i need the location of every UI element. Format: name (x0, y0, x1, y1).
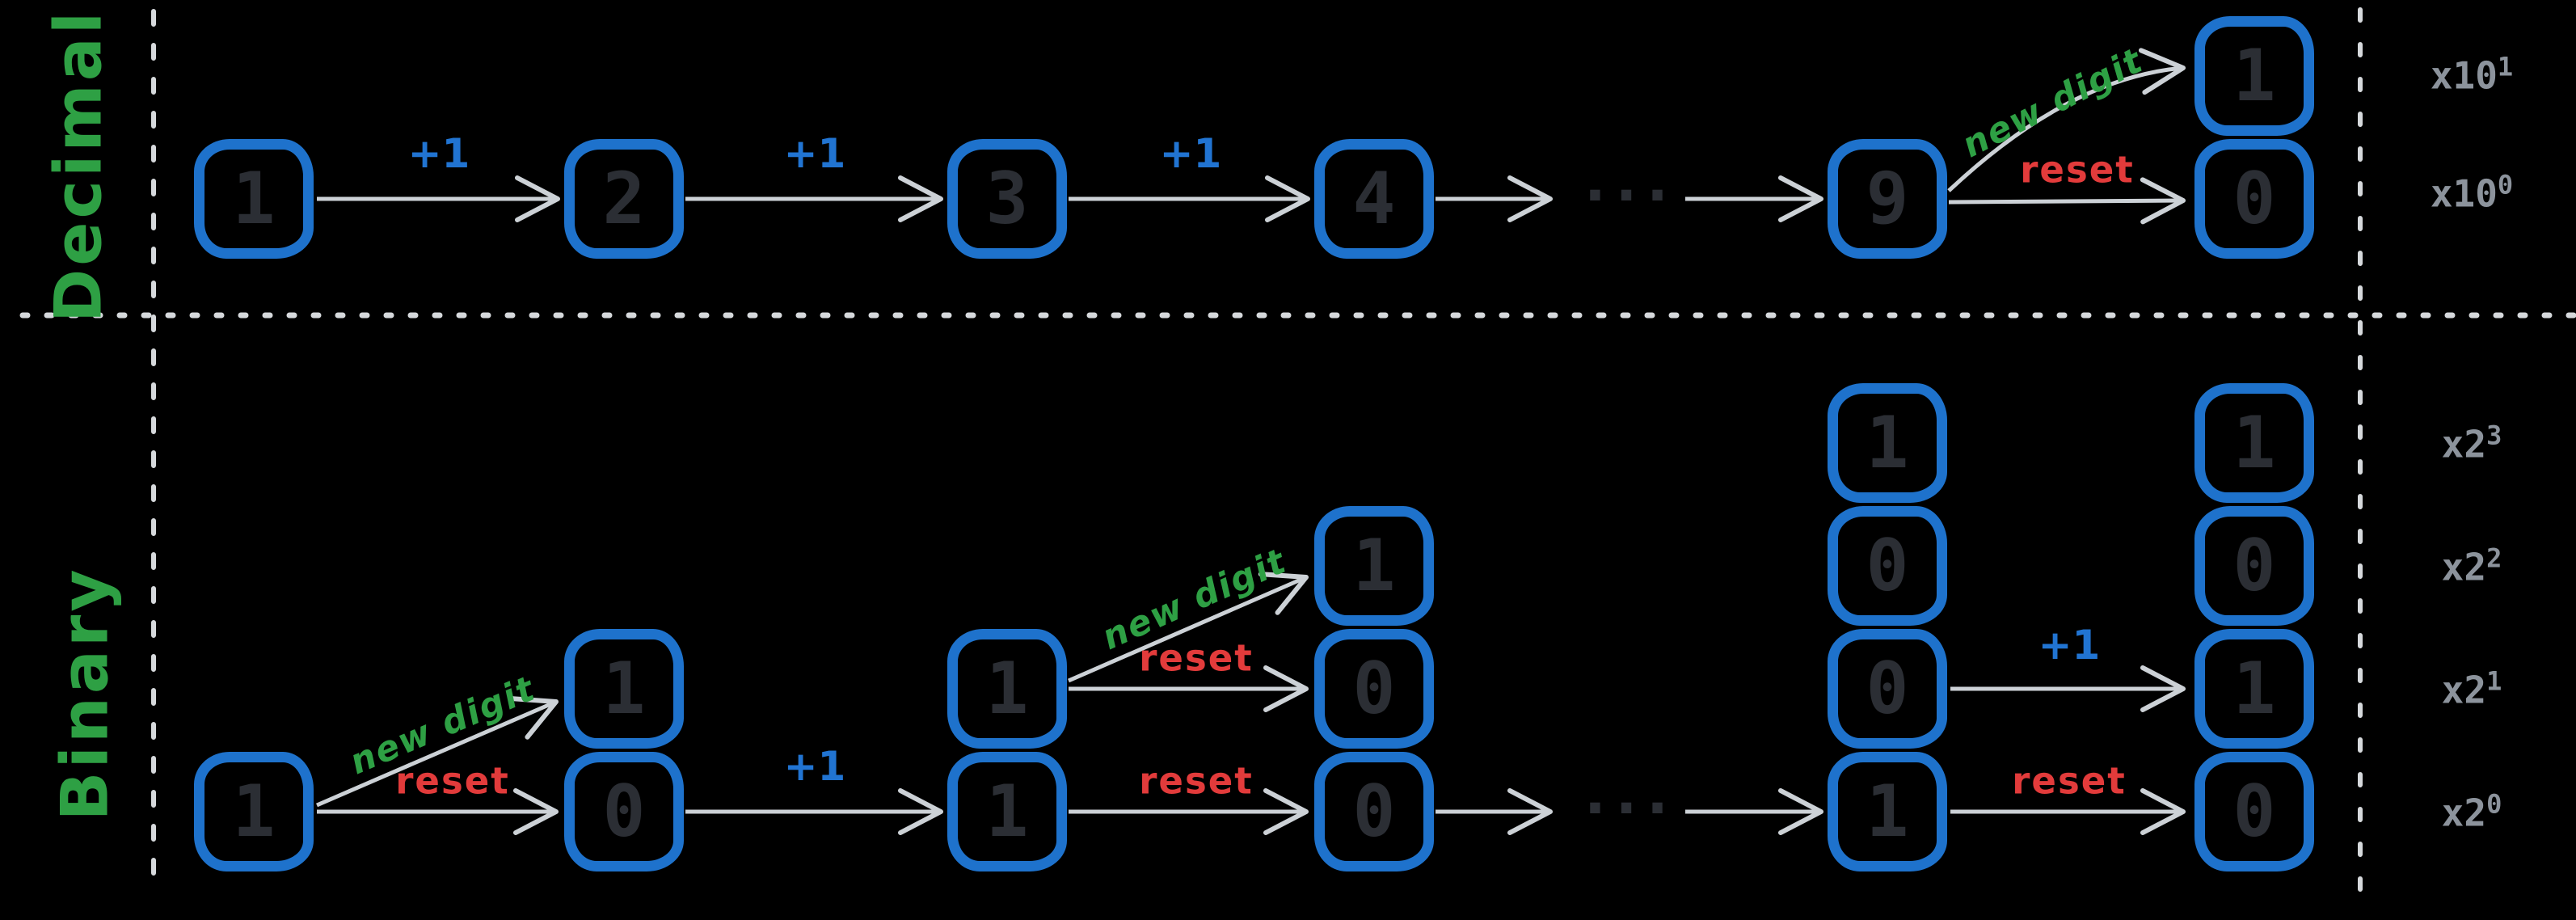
power-base: x10 (2430, 171, 2498, 216)
power-label-10-0: x100 (2431, 169, 2513, 215)
power-exponent: 1 (2497, 51, 2514, 82)
binary-col5-bit-2e3: 1 (1828, 383, 1947, 503)
decimal-carry-ones-box: 0 (2194, 139, 2314, 259)
decimal-new-digit-arrow (1947, 48, 2186, 192)
power-base: x2 (2441, 668, 2487, 712)
binary-col6-bit-2e0: 0 (2194, 752, 2314, 871)
decimal-box-1: 1 (194, 139, 314, 259)
decimal-box-2: 2 (564, 139, 684, 259)
binary-section-label: Binary (47, 566, 123, 821)
decimal-box-3: 3 (947, 139, 1067, 259)
binary-new-digit-arrow-col3-col4 (1068, 572, 1309, 683)
binary-col2-bit-2e1: 1 (564, 629, 684, 749)
power-base: x2 (2441, 791, 2487, 835)
binary-col6-bit-2e3: 1 (2194, 383, 2314, 503)
power-label-2-0: x20 (2442, 788, 2502, 834)
decimal-carry-tens-box: 1 (2194, 16, 2314, 136)
power-exponent: 1 (2486, 665, 2502, 697)
power-exponent: 0 (2497, 169, 2514, 200)
binary-col5-bit-2e0: 1 (1828, 752, 1947, 871)
binary-col3-bit-2e0: 1 (947, 752, 1067, 871)
reset-label-binary-col5-col6: reset (2012, 759, 2127, 803)
power-base: x10 (2430, 53, 2498, 98)
decimal-reset-arrow (1948, 177, 2186, 225)
reset-label-binary-col3-col4-upper: reset (1139, 636, 1254, 680)
binary-col4-bit-2e0: 0 (1314, 752, 1434, 871)
binary-col5-bit-2e1: 0 (1828, 629, 1947, 749)
binary-ellipsis: ... (1584, 761, 1678, 827)
binary-col6-bit-2e2: 0 (2194, 506, 2314, 626)
power-exponent: 2 (2486, 542, 2502, 574)
binary-col4-bit-2e2: 1 (1314, 506, 1434, 626)
decimal-ellipsis: ... (1584, 148, 1678, 214)
binary-col2-bit-2e0: 0 (564, 752, 684, 871)
binary-col4-bit-2e1: 0 (1314, 629, 1434, 749)
power-label-10-1: x101 (2431, 51, 2513, 97)
binary-col5-bit-2e2: 0 (1828, 506, 1947, 626)
power-base: x2 (2441, 422, 2487, 466)
power-base: x2 (2441, 545, 2487, 589)
reset-label-decimal: reset (2020, 148, 2135, 192)
reset-label-binary-col1-col2: reset (395, 759, 510, 803)
plus-one-label-binary-col5-col6: +1 (2038, 622, 2101, 669)
power-label-2-3: x23 (2442, 420, 2502, 466)
plus-one-label-binary-col2-col3: +1 (783, 743, 846, 790)
binary-col1-bit-2e0: 1 (194, 752, 314, 871)
power-label-2-1: x21 (2442, 665, 2502, 711)
plus-one-label-decimal-3: +1 (1159, 130, 1222, 177)
binary-col6-bit-2e1: 1 (2194, 629, 2314, 749)
plus-one-label-decimal-1: +1 (407, 130, 470, 177)
plus-one-label-decimal-2: +1 (783, 130, 846, 177)
decimal-box-9: 9 (1828, 139, 1947, 259)
binary-col3-bit-2e1: 1 (947, 629, 1067, 749)
decimal-box-4: 4 (1314, 139, 1434, 259)
decimal-section-label: Decimal (40, 8, 116, 323)
power-label-2-2: x22 (2442, 542, 2502, 589)
binary-new-digit-arrow-col1-col2 (316, 695, 559, 808)
reset-label-binary-col3-col4-lower: reset (1139, 759, 1254, 803)
power-exponent: 3 (2486, 420, 2502, 451)
power-exponent: 0 (2486, 788, 2502, 820)
